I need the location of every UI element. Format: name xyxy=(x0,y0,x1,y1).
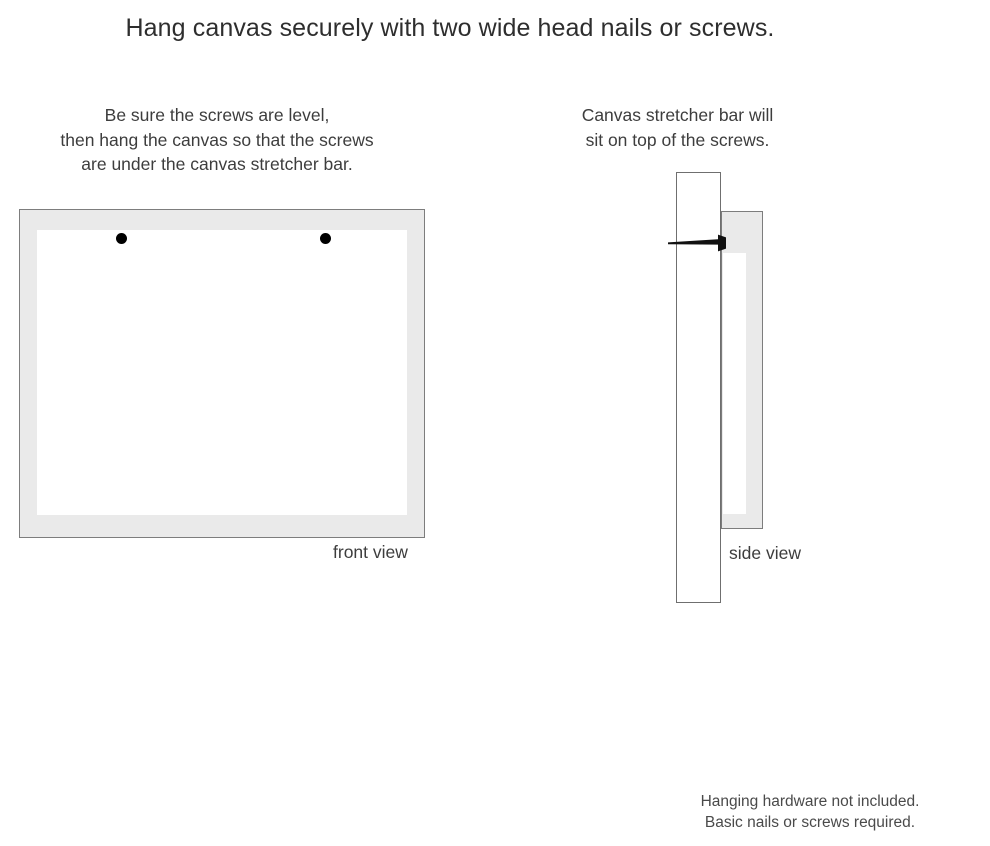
footer-line-2: Basic nails or screws required. xyxy=(704,814,916,831)
page-title: Hang canvas securely with two wide head … xyxy=(125,14,775,42)
side-view-label: side view xyxy=(729,543,801,563)
side-caption-line-1: Canvas stretcher bar will xyxy=(581,105,774,125)
front-view-caption: Be sure the screws are level, then hang … xyxy=(0,103,434,177)
left-screw-icon xyxy=(116,233,127,244)
front-caption-line-3: are under the canvas stretcher bar. xyxy=(81,154,353,174)
canvas-frame-front xyxy=(19,209,425,538)
footer-note: Hanging hardware not included. Basic nai… xyxy=(640,791,980,833)
side-caption-line-2: sit on top of the screws. xyxy=(585,129,770,150)
side-view-caption: Canvas stretcher bar will sit on top of … xyxy=(560,103,795,152)
footer-line-1: Hanging hardware not included. xyxy=(700,793,920,810)
front-caption-line-1: Be sure the screws are level, xyxy=(104,105,330,125)
front-view-diagram xyxy=(19,209,425,538)
side-view-diagram xyxy=(668,172,796,604)
canvas-face-side xyxy=(723,253,746,514)
front-view-label: front view xyxy=(333,542,408,562)
right-screw-icon xyxy=(320,233,331,244)
canvas-face-front xyxy=(37,230,407,515)
nail-icon xyxy=(668,234,732,252)
front-caption-line-2: then hang the canvas so that the screws xyxy=(60,129,374,150)
